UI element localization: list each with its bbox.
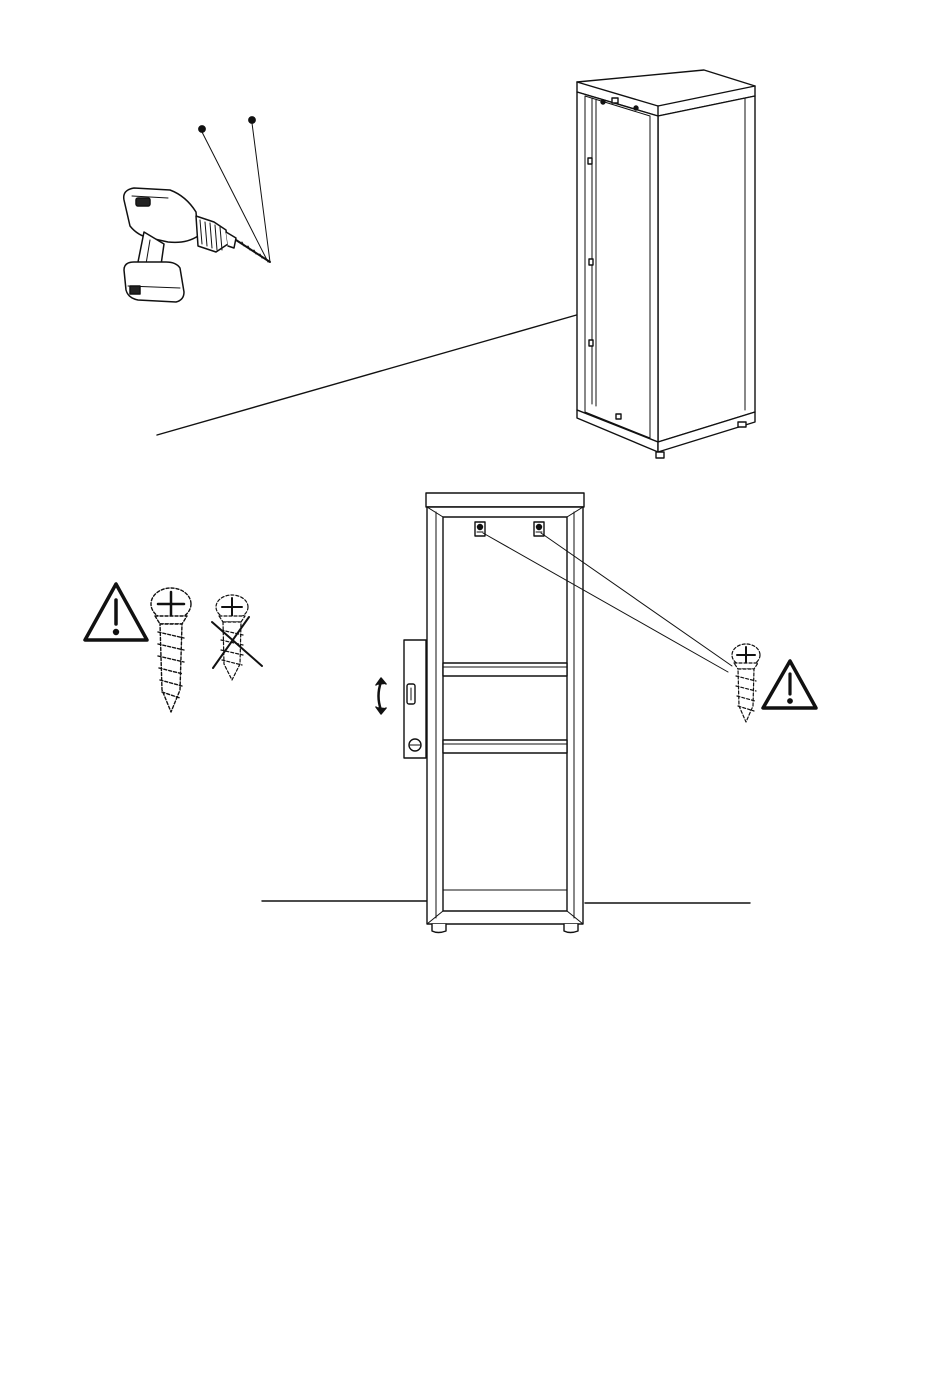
floor-line <box>157 314 580 435</box>
warning-triangle-icon <box>85 584 147 640</box>
crossed-out-screw-icon <box>212 595 262 680</box>
drill-mark-left <box>199 126 205 132</box>
warning-triangle-icon-right <box>763 661 816 708</box>
shelf-lower <box>443 740 567 753</box>
shelf-upper <box>443 663 567 676</box>
tall-cabinet <box>577 70 755 458</box>
cabinet-front-view <box>426 493 584 933</box>
screw-icon <box>151 588 191 712</box>
drill-mark-right <box>249 117 255 123</box>
hanging-bracket-left <box>475 522 485 536</box>
spirit-level-icon <box>404 640 426 758</box>
screw-icon-right <box>732 644 760 722</box>
up-down-arrow-icon <box>376 678 386 714</box>
drill-icon <box>124 188 270 302</box>
